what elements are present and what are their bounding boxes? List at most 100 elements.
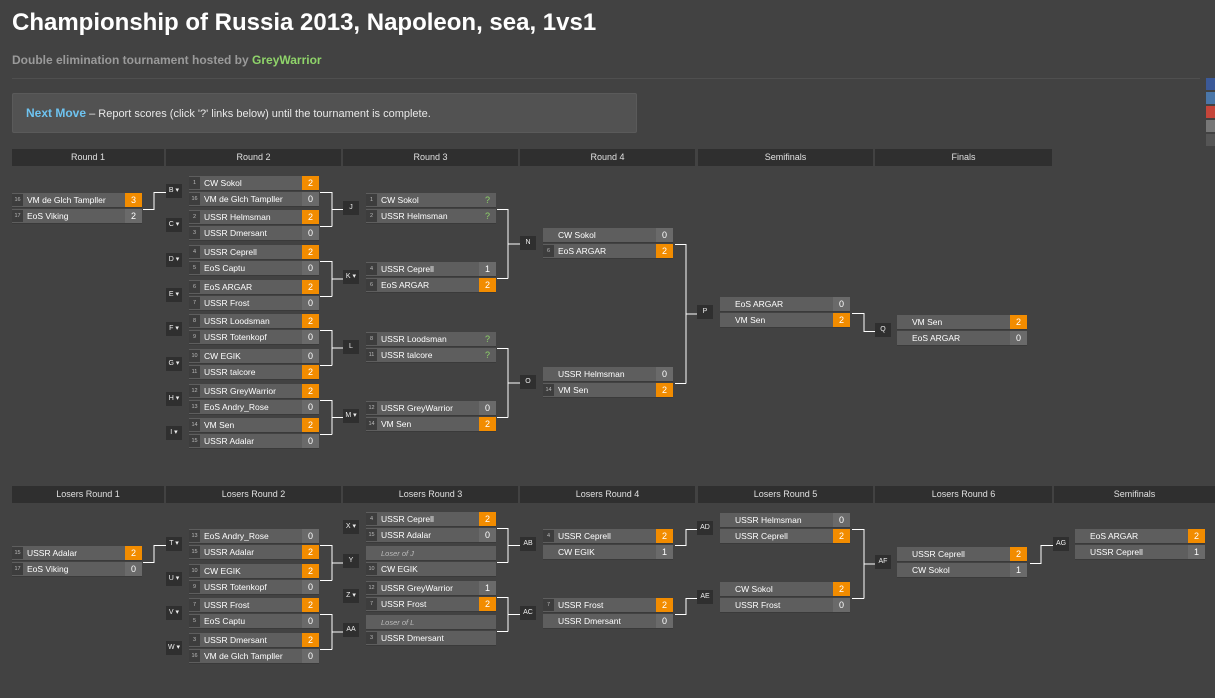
report-score-link[interactable]: ?: [484, 350, 490, 360]
dropdown-arrow-icon[interactable]: ▾: [173, 291, 180, 298]
team-row[interactable]: Loser of L: [366, 615, 496, 630]
match-label[interactable]: U ▾: [166, 572, 182, 586]
match-label[interactable]: B ▾: [166, 184, 182, 198]
vk-share-icon[interactable]: [1206, 92, 1215, 104]
print-icon[interactable]: [1206, 120, 1215, 132]
match-label[interactable]: Y: [343, 554, 359, 568]
host-link[interactable]: GreyWarrior: [252, 53, 322, 67]
match-label[interactable]: N: [520, 236, 536, 250]
match-label[interactable]: X ▾: [343, 520, 359, 534]
dropdown-arrow-icon[interactable]: ▾: [173, 609, 180, 616]
match-label[interactable]: K ▾: [343, 270, 359, 284]
dropdown-arrow-icon[interactable]: ▾: [173, 395, 180, 402]
match-label[interactable]: Q: [875, 323, 891, 337]
match-label[interactable]: F ▾: [166, 322, 182, 336]
dropdown-arrow-icon[interactable]: ▾: [172, 429, 178, 436]
dropdown-arrow-icon[interactable]: ▾: [351, 412, 357, 419]
dropdown-arrow-icon[interactable]: ▾: [173, 360, 180, 367]
dropdown-arrow-icon[interactable]: ▾: [173, 325, 179, 332]
match-label[interactable]: Z ▾: [343, 589, 359, 603]
match-label[interactable]: W ▾: [166, 641, 183, 655]
match-label[interactable]: G ▾: [166, 357, 182, 371]
match-label[interactable]: J: [343, 201, 359, 215]
dropdown-arrow-icon[interactable]: ▾: [173, 256, 180, 263]
dropdown-arrow-icon[interactable]: ▾: [173, 221, 180, 228]
collapse-arrow-icon[interactable]: [1206, 134, 1215, 146]
match-label[interactable]: P: [697, 305, 713, 319]
dropdown-arrow-icon[interactable]: ▾: [173, 575, 180, 582]
match-label[interactable]: AD: [697, 521, 713, 535]
google-share-icon[interactable]: [1206, 106, 1215, 118]
match-label[interactable]: AA: [343, 623, 359, 637]
team-row[interactable]: Loser of J: [366, 546, 496, 561]
match-label[interactable]: AF: [875, 555, 891, 569]
match-label[interactable]: AE: [697, 590, 713, 604]
match-label[interactable]: D ▾: [166, 253, 182, 267]
match-label[interactable]: AG: [1053, 537, 1069, 551]
dropdown-arrow-icon[interactable]: ▾: [350, 592, 356, 599]
match-label[interactable]: H ▾: [166, 392, 182, 406]
match-label[interactable]: I ▾: [166, 426, 182, 440]
match-label[interactable]: E ▾: [166, 288, 182, 302]
report-score-link[interactable]: ?: [484, 334, 490, 344]
dropdown-arrow-icon[interactable]: ▾: [173, 187, 180, 194]
match-label[interactable]: L: [343, 340, 359, 354]
report-score-link[interactable]: ?: [484, 211, 490, 221]
match-label[interactable]: T ▾: [166, 537, 182, 551]
dropdown-arrow-icon[interactable]: ▾: [174, 644, 181, 651]
match-label[interactable]: AC: [520, 606, 536, 620]
dropdown-arrow-icon[interactable]: ▾: [173, 540, 179, 547]
